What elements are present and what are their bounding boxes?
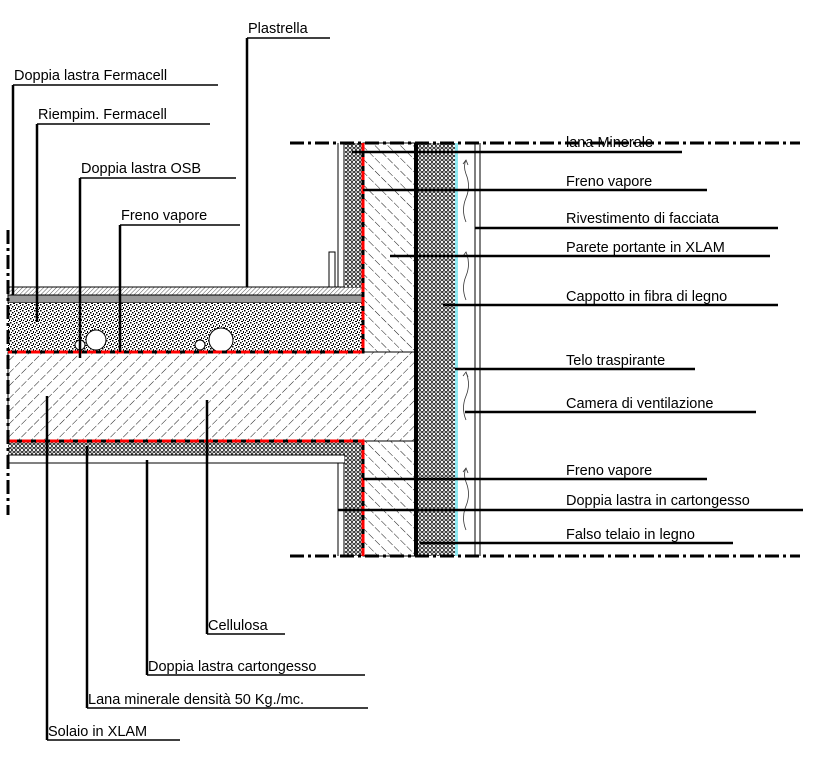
xlam-wall-upper xyxy=(362,142,417,353)
wood-fiber-insulation xyxy=(416,143,455,556)
label-freno-vapore-wall-top: Freno vapore xyxy=(566,174,652,190)
label-cellulosa: Cellulosa xyxy=(208,618,269,634)
tile-layer xyxy=(7,286,364,296)
leaders-top xyxy=(11,37,330,358)
label-cappotto-fibra-legno: Cappotto in fibra di legno xyxy=(566,289,727,305)
pipe xyxy=(85,329,107,351)
label-parete-portante-xlam: Parete portante in XLAM xyxy=(566,240,725,256)
wall-insulation-lower xyxy=(345,441,363,556)
xlam-slab xyxy=(7,351,417,442)
label-freno-vapore-floor: Freno vapore xyxy=(121,208,207,224)
pipe xyxy=(194,339,206,351)
section-cut-lines xyxy=(6,141,800,558)
plasterboard-layer xyxy=(7,454,346,464)
label-riempim-fermacell: Riempim. Fermacell xyxy=(38,107,167,123)
skirting xyxy=(328,251,336,288)
wall-insulation-upper xyxy=(345,143,363,287)
fermacell-board-layer xyxy=(7,294,364,304)
label-camera-ventilazione: Camera di ventilazione xyxy=(566,396,714,412)
label-doppia-lastra-cartongesso: Doppia lastra cartongesso xyxy=(148,659,316,675)
label-lana-minerale: lana Minerale xyxy=(566,135,653,151)
pipe xyxy=(208,327,234,353)
label-falso-telaio-legno: Falso telaio in legno xyxy=(566,527,695,543)
xlam-wall-lower xyxy=(362,440,417,557)
fermacell-fill-layer xyxy=(8,303,363,352)
label-rivestimento-facciata: Rivestimento di facciata xyxy=(566,211,720,227)
wall-assembly xyxy=(328,142,481,557)
leaders-right xyxy=(338,150,803,545)
label-solaio-xlam: Solaio in XLAM xyxy=(48,724,147,740)
leaders-bottom xyxy=(45,396,368,741)
label-doppia-lastra-fermacell: Doppia lastra Fermacell xyxy=(14,68,167,84)
breathable-membrane xyxy=(455,143,458,556)
ventilation-arrows xyxy=(462,159,469,531)
label-plastrella: Plastrella xyxy=(248,21,309,37)
label-doppia-lastra-cartongesso-wall: Doppia lastra in cartongesso xyxy=(566,493,750,509)
label-doppia-lastra-osb: Doppia lastra OSB xyxy=(81,161,201,177)
mineral-wool-layer xyxy=(8,441,345,455)
label-lana-minerale-densita: Lana minerale densità 50 Kg./mc. xyxy=(88,692,304,708)
floor-assembly xyxy=(7,286,417,464)
vapor-barrier-line xyxy=(8,143,365,556)
label-freno-vapore-wall-bottom: Freno vapore xyxy=(566,463,652,479)
label-telo-traspirante: Telo traspirante xyxy=(566,353,665,369)
